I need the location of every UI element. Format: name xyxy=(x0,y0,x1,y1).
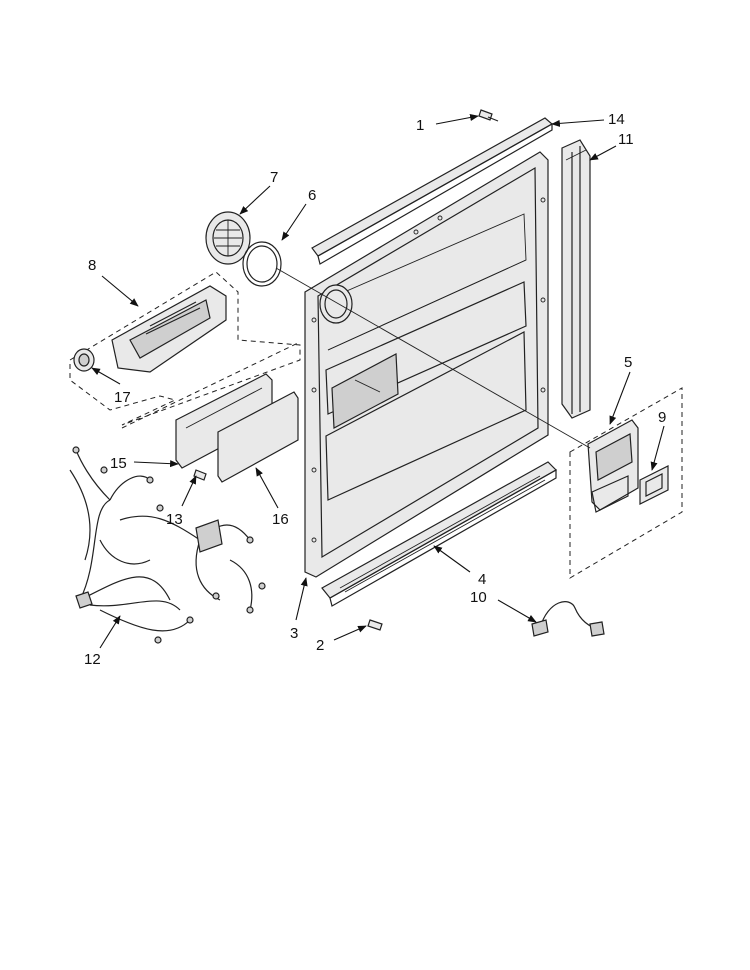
callout-17: 17 xyxy=(114,389,131,406)
screw-board xyxy=(193,469,207,481)
side-gasket xyxy=(561,139,591,419)
callout-labels: 1 2 3 4 5 6 7 8 9 10 11 12 13 14 15 16 1… xyxy=(84,111,666,668)
callout-14: 14 xyxy=(608,111,625,128)
callout-10: 10 xyxy=(470,589,487,606)
insulation-shield xyxy=(217,391,299,483)
knob xyxy=(73,348,95,372)
callout-12: 12 xyxy=(84,651,101,668)
screw-bottom xyxy=(367,619,383,631)
callout-6: 6 xyxy=(308,187,316,204)
callout-5: 5 xyxy=(624,354,632,371)
callout-3: 3 xyxy=(290,625,298,642)
callout-7: 7 xyxy=(270,169,278,186)
wire-harness-main xyxy=(69,446,266,644)
seal-ring xyxy=(242,241,282,287)
vent-assembly xyxy=(569,387,683,579)
bottom-vent-strip xyxy=(321,461,557,607)
callout-16: 16 xyxy=(272,511,289,528)
callout-4: 4 xyxy=(478,571,486,588)
callout-2: 2 xyxy=(316,637,324,654)
dispenser-assembly xyxy=(69,271,301,426)
door-panel xyxy=(304,151,549,578)
wire-harness-small xyxy=(531,601,605,637)
callout-15: 15 xyxy=(110,455,127,472)
dispenser-cap xyxy=(205,211,251,265)
alignment-line xyxy=(275,267,591,449)
callout-11: 11 xyxy=(618,131,634,148)
callout-9: 9 xyxy=(658,409,666,426)
vent-gasket xyxy=(639,465,669,505)
callout-1: 1 xyxy=(416,117,424,134)
screw-top xyxy=(478,109,499,122)
callout-13: 13 xyxy=(166,511,183,528)
callout-8: 8 xyxy=(88,257,96,274)
leader-lines xyxy=(91,114,665,649)
